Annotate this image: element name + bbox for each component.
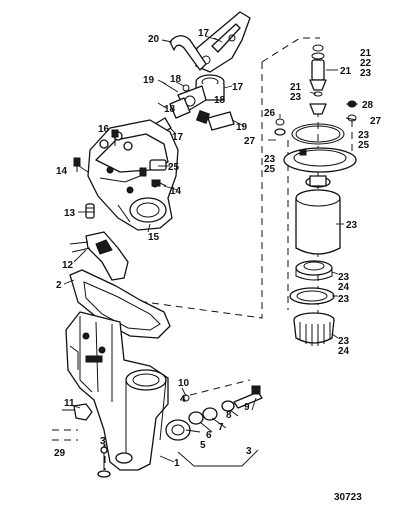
callout-21-top: 21 <box>360 48 372 59</box>
callout-3-plug: 3 <box>100 436 106 447</box>
callout-11: 11 <box>64 398 75 409</box>
callout-18-mid: 18 <box>214 95 226 106</box>
callout-16: 16 <box>98 124 110 135</box>
filter-screen <box>293 312 335 346</box>
callout-labels: 20 17 19 18 17 18 18 19 17 16 14 25 14 1… <box>54 28 382 469</box>
callout-18-low: 18 <box>164 104 176 115</box>
callout-14-right: 14 <box>170 186 182 197</box>
callout-23-top: 23 <box>360 68 372 79</box>
callout-14-left: 14 <box>56 166 68 177</box>
callout-9: 9 <box>244 402 250 413</box>
callout-19-left: 19 <box>143 75 155 86</box>
callout-10: 10 <box>178 378 190 389</box>
callout-23-canister: 23 <box>346 220 358 231</box>
callout-25-mid: 25 <box>168 162 180 173</box>
callout-23-element: 23 <box>338 272 350 283</box>
callout-6: 6 <box>206 430 212 441</box>
callout-25-right: 25 <box>358 140 370 151</box>
callout-20: 20 <box>148 34 160 45</box>
callout-12: 12 <box>62 260 74 271</box>
callout-24-screen: 24 <box>338 346 350 357</box>
callout-23-right: 23 <box>358 130 370 141</box>
callout-21-side: 21 <box>340 66 352 77</box>
callout-3-pulley: 3 <box>246 446 252 457</box>
assembly-guide-lines <box>104 37 353 470</box>
gasket <box>69 269 171 339</box>
filter-gasket <box>289 287 335 305</box>
bushing-13 <box>85 203 95 219</box>
callout-4: 4 <box>180 394 186 405</box>
callout-17-low: 17 <box>172 132 184 143</box>
upper-housing <box>87 119 179 231</box>
callout-28: 28 <box>362 100 374 111</box>
leader-lines <box>63 35 358 467</box>
bolt-16 <box>111 129 119 146</box>
callout-1: 1 <box>174 458 180 469</box>
callout-23-gasket: 23 <box>338 294 350 305</box>
filter-fittings <box>274 44 357 136</box>
callout-23-mid: 23 <box>290 92 302 103</box>
callout-19-right: 19 <box>236 122 248 133</box>
callout-23-left: 23 <box>264 154 276 165</box>
callout-29: 29 <box>54 448 66 459</box>
callout-5: 5 <box>200 440 206 451</box>
fitting-11 <box>62 403 93 421</box>
callout-26: 26 <box>264 108 276 119</box>
lower-housing <box>65 311 169 471</box>
callout-2: 2 <box>56 280 62 291</box>
callout-22: 22 <box>360 58 372 69</box>
filter-seal-ring <box>291 123 345 145</box>
elbow-fittings <box>154 74 235 135</box>
screws-14 <box>73 157 167 187</box>
filter-cap <box>283 147 357 173</box>
callout-15: 15 <box>148 232 160 243</box>
callout-17-top: 17 <box>198 28 210 39</box>
fuel-filter-canister <box>295 175 341 255</box>
callout-21-mid: 21 <box>290 82 302 93</box>
reference-part-29 <box>52 429 78 441</box>
callout-8: 8 <box>226 410 232 421</box>
callout-18-left: 18 <box>170 74 182 85</box>
callout-23-screen: 23 <box>338 336 350 347</box>
callout-27-left: 27 <box>244 136 256 147</box>
callout-7: 7 <box>218 422 224 433</box>
callout-24-element: 24 <box>338 282 350 293</box>
callout-27-right: 27 <box>370 116 382 127</box>
filter-element <box>295 260 333 281</box>
callout-17-mid: 17 <box>232 82 244 93</box>
hose <box>161 35 207 71</box>
callout-13: 13 <box>64 208 76 219</box>
sensor-12 <box>69 231 129 281</box>
pulley-hardware <box>165 385 263 441</box>
figure-number: 30723 <box>334 492 362 503</box>
callout-25-left: 25 <box>264 164 276 175</box>
